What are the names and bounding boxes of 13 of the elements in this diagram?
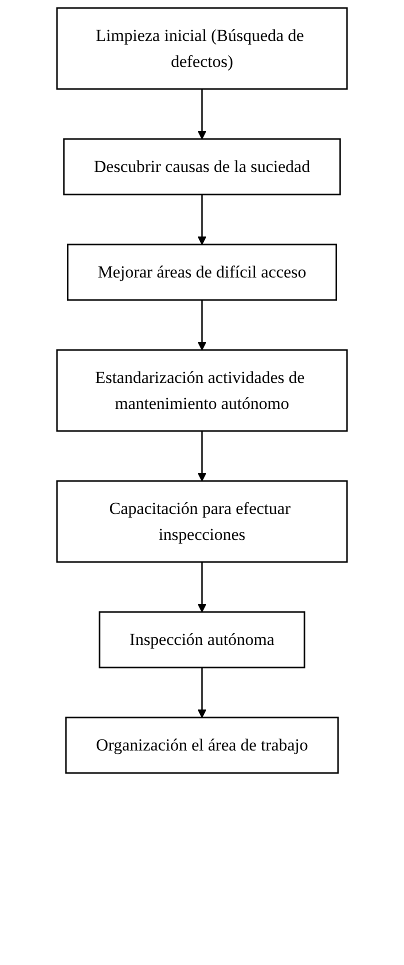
node-box: Limpieza inicial (Búsqueda de defectos) <box>56 7 348 90</box>
arrow <box>198 300 206 350</box>
arrow <box>198 668 206 718</box>
node-box: Inspección autónoma <box>98 611 306 668</box>
arrow <box>198 89 206 140</box>
node-box: Estandarización actividades de mantenimiento autónomo <box>56 349 348 432</box>
node-box: Organización el área de trabajo <box>65 716 339 774</box>
node-box: Capacitación para efectuar inspecciones <box>56 480 348 563</box>
arrow <box>198 194 206 245</box>
arrow <box>198 562 206 612</box>
node-box: Mejorar áreas de difícil acceso <box>66 244 338 301</box>
node-box: Descubrir causas de la suciedad <box>63 138 341 196</box>
arrow <box>198 431 206 482</box>
